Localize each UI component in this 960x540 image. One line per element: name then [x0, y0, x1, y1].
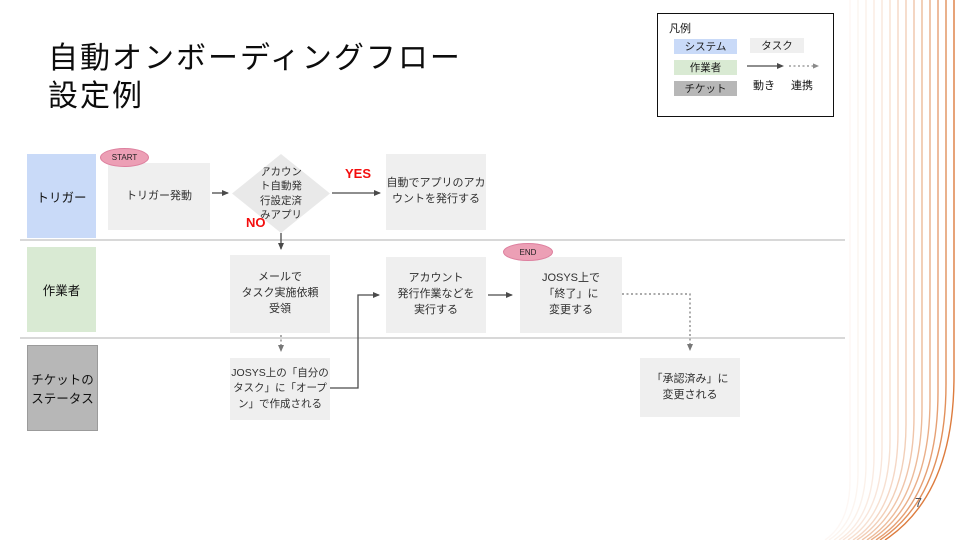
lane-separator [20, 337, 845, 339]
node-execute-account-work: アカウント 発行作業などを 実行する [386, 257, 486, 333]
dotted-arrow-icon [789, 63, 819, 69]
branch-label-yes: YES [345, 166, 372, 181]
lane-label-trigger: トリガー [27, 154, 96, 238]
page-number: 7 [915, 496, 922, 510]
node-task-created-open: JOSYS上の「自分の タスク」に「オープ ン」で作成される [230, 358, 330, 420]
lane-separator [20, 239, 845, 241]
legend-chip-system: システム [674, 39, 737, 54]
legend-label-motion: 動き [753, 80, 775, 92]
start-badge: START [100, 148, 149, 167]
node-set-done-on-josys: JOSYS上で 「終了」に 変更する [520, 257, 622, 333]
lane-label-ticket-status: チケットの ステータス [27, 345, 98, 431]
node-trigger-fired: トリガー発動 [108, 163, 210, 230]
lane-label-worker: 作業者 [27, 247, 96, 332]
legend-box: 凡例 システム タスク 作業者 チケット 動き 連携 [657, 13, 834, 117]
legend-title: 凡例 [669, 23, 691, 35]
branch-label-no: NO [246, 215, 266, 230]
node-changed-to-approved: 「承認済み」に 変更される [640, 358, 740, 417]
legend-chip-worker: 作業者 [674, 60, 737, 75]
end-badge: END [503, 243, 553, 261]
legend-label-link: 連携 [791, 80, 813, 92]
solid-arrow-icon [747, 63, 784, 69]
slide-title: 自動オンボーディングフロー 設定例 [48, 42, 462, 114]
legend-chip-ticket: チケット [674, 81, 737, 96]
legend-chip-task: タスク [750, 38, 804, 53]
node-auto-issue-account: 自動でアプリのアカ ウントを発行する [386, 154, 486, 230]
node-receive-task-mail: メールで タスク実施依頼 受領 [230, 255, 330, 333]
